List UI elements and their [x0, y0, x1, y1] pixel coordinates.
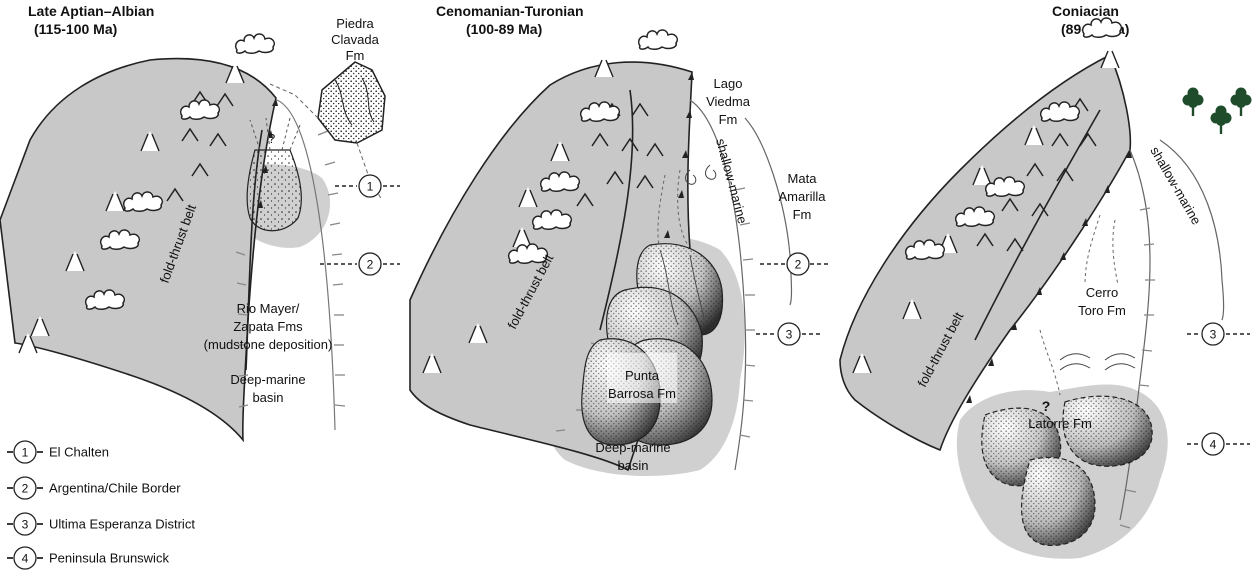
- marker-3: 3: [1187, 323, 1250, 345]
- panel-late-aptian-albian: Late Aptian–Albian (115-100 Ma): [0, 3, 400, 440]
- legend: 1 El Chalten 2 Argentina/Chile Border 3 …: [7, 441, 195, 569]
- svg-text:3: 3: [1210, 328, 1217, 342]
- sediment-fan: [247, 150, 301, 231]
- label-latorre-fm: Latorre Fm: [1028, 416, 1092, 431]
- panel-age: (115-100 Ma): [34, 21, 117, 37]
- label-cerro: Cerro: [1086, 285, 1119, 300]
- label-deep-marine: Deep-marine: [230, 372, 305, 387]
- svg-text:2: 2: [795, 258, 802, 272]
- question-mark: ?: [1042, 398, 1051, 414]
- marker-1: 1: [335, 175, 400, 197]
- svg-text:1: 1: [22, 446, 29, 460]
- legend-item: 3 Ultima Esperanza District: [7, 513, 195, 535]
- label-fm: Fm: [346, 48, 365, 63]
- marker-2: 2: [320, 253, 400, 275]
- svg-text:4: 4: [1210, 438, 1217, 452]
- legend-item: 4 Peninsula Brunswick: [7, 547, 169, 569]
- label-shallow-marine: shallow-marine: [713, 137, 750, 225]
- svg-text:3: 3: [22, 518, 29, 532]
- panel-title: Coniacian: [1052, 3, 1119, 19]
- panel-age: (100-89 Ma): [466, 21, 542, 37]
- legend-label: Peninsula Brunswick: [49, 551, 169, 566]
- panel-cenomanian-turonian: Cenomanian-Turonian (100-89 Ma): [410, 3, 830, 476]
- label-zapata: Zapata Fms: [233, 319, 303, 334]
- marker-3: 3: [756, 323, 822, 345]
- label-amarilla: Amarilla: [779, 189, 827, 204]
- label-viedma: Viedma: [706, 94, 751, 109]
- marker-4: 4: [1187, 433, 1250, 455]
- label-clavada: Clavada: [331, 32, 379, 47]
- panel-title: Cenomanian-Turonian: [436, 3, 584, 19]
- label-deep-marine: Deep-marine: [595, 440, 670, 455]
- svg-text:1: 1: [367, 180, 374, 194]
- label-mudstone: (mudstone deposition): [204, 337, 333, 352]
- panel-title: Late Aptian–Albian: [28, 3, 154, 19]
- svg-text:2: 2: [22, 482, 29, 496]
- marker-2: 2: [760, 253, 830, 275]
- legend-label: Ultima Esperanza District: [49, 517, 195, 532]
- question-mark: ?: [268, 131, 275, 146]
- label-rio-mayer: Rio Mayer/: [237, 301, 300, 316]
- label-punta: Punta: [625, 368, 660, 383]
- label-toro-fm: Toro Fm: [1078, 303, 1126, 318]
- piedra-clavada-source: [318, 62, 385, 143]
- label-lago: Lago: [714, 76, 743, 91]
- svg-text:4: 4: [22, 552, 29, 566]
- label-basin: basin: [252, 390, 283, 405]
- svg-text:2: 2: [367, 258, 374, 272]
- label-barrosa-fm: Barrosa Fm: [608, 386, 676, 401]
- legend-label: Argentina/Chile Border: [49, 481, 181, 496]
- label-lago-fm: Fm: [719, 112, 738, 127]
- label-shallow-marine: shallow-marine: [1147, 144, 1204, 227]
- legend-item: 2 Argentina/Chile Border: [7, 477, 181, 499]
- legend-label: El Chalten: [49, 445, 109, 460]
- panel-coniacian: Coniacian (89-85 Ma): [840, 3, 1252, 559]
- label-mata: Mata: [788, 171, 818, 186]
- svg-text:3: 3: [786, 328, 793, 342]
- label-basin: basin: [617, 458, 648, 473]
- legend-item: 1 El Chalten: [7, 441, 109, 463]
- label-piedra: Piedra: [336, 16, 374, 31]
- label-mata-fm: Fm: [793, 207, 812, 222]
